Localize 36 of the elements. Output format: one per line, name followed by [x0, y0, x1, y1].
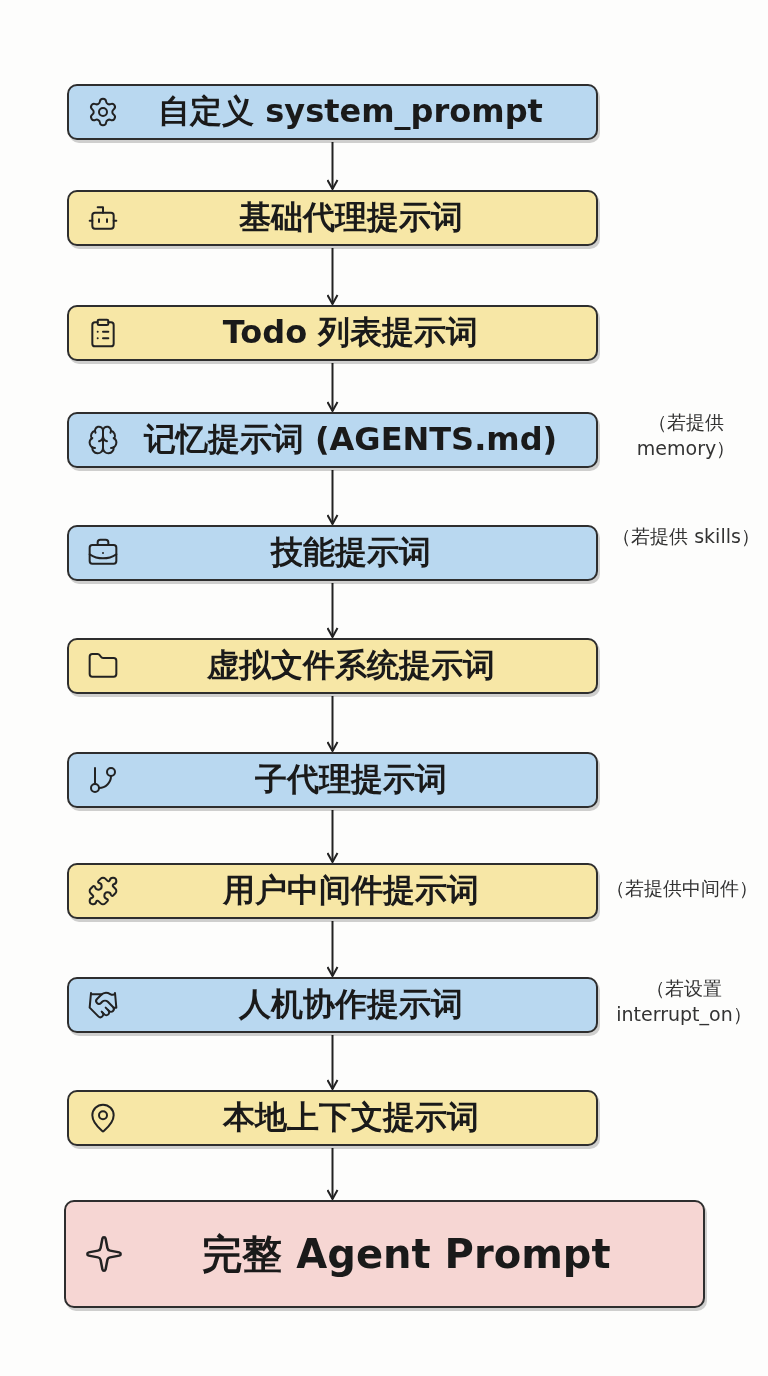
box-label: 基础代理提示词 [237, 197, 464, 238]
arrow [326, 582, 339, 638]
box-label: 子代理提示词 [253, 759, 448, 800]
box-label: 自定义 system_prompt [157, 91, 544, 132]
arrow [326, 362, 339, 412]
process-box [67, 638, 598, 694]
arrow [326, 1147, 339, 1200]
arrow [326, 695, 339, 752]
arrow [326, 141, 339, 190]
side-note: （若提供中间件） [605, 876, 759, 901]
box-label: Todo 列表提示词 [221, 312, 480, 353]
process-box [67, 305, 598, 361]
process-box [67, 863, 598, 919]
process-box [64, 1200, 705, 1308]
process-box [67, 190, 598, 246]
arrow [326, 920, 339, 977]
side-note: （若设置 interrupt_on） [615, 976, 753, 1028]
process-box [67, 1090, 598, 1146]
arrow [326, 469, 339, 525]
process-box [67, 84, 598, 140]
box-label: 记忆提示词 (AGENTS.md) [142, 419, 559, 460]
box-label: 虚拟文件系统提示词 [205, 645, 496, 686]
process-box [67, 525, 598, 581]
arrow [326, 809, 339, 863]
process-box [67, 412, 598, 468]
box-label: 完整 Agent Prompt [201, 1229, 612, 1279]
side-note: （若提供 memory） [635, 410, 737, 461]
process-box [67, 752, 598, 808]
arrow [326, 247, 339, 305]
box-label: 技能提示词 [269, 532, 432, 573]
side-note: （若提供 skills） [611, 524, 761, 549]
arrow [326, 1034, 339, 1090]
box-label: 人机协作提示词 [237, 984, 464, 1025]
box-label: 用户中间件提示词 [221, 870, 480, 911]
box-label: 本地上下文提示词 [221, 1097, 480, 1138]
process-box [67, 977, 598, 1033]
